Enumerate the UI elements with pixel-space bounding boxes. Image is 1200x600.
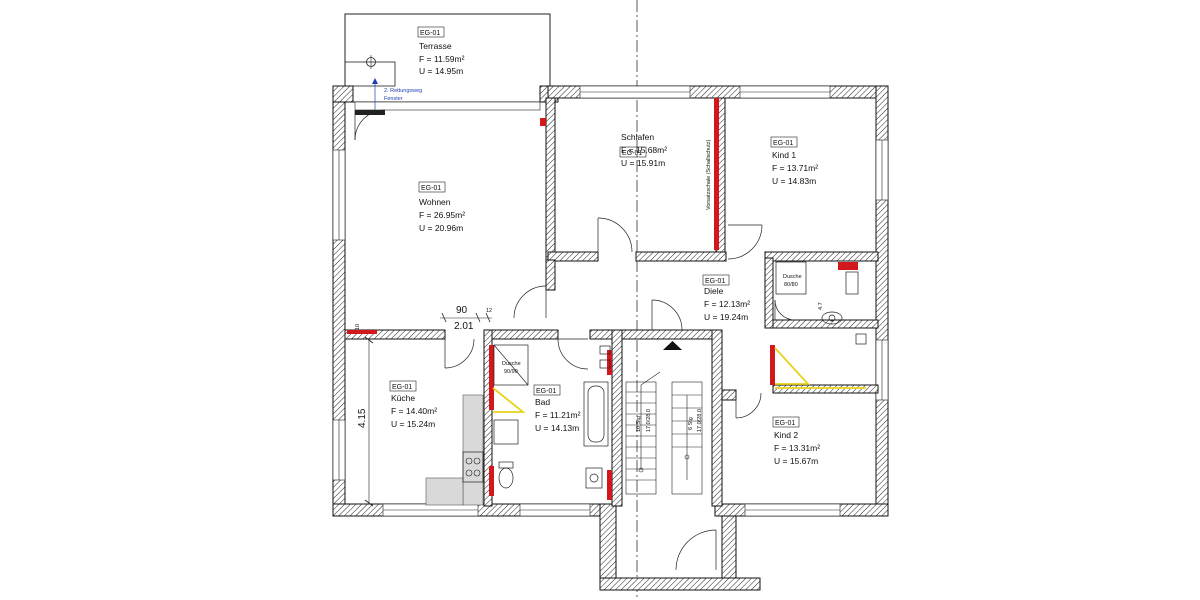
svg-text:F = 15.68m²: F = 15.68m² bbox=[621, 145, 667, 155]
kitchen-counter bbox=[425, 394, 484, 506]
svg-text:2. Rettungsweg: 2. Rettungsweg bbox=[384, 88, 422, 94]
svg-text:U = 14.83m: U = 14.83m bbox=[772, 176, 816, 186]
dimension-kueche-height: 4.15 bbox=[357, 336, 374, 507]
svg-text:10 Stg: 10 Stg bbox=[636, 416, 642, 432]
bath-fixtures bbox=[493, 344, 611, 489]
dimension-wc: 4.7 bbox=[818, 302, 824, 310]
svg-text:Terrasse: Terrasse bbox=[419, 41, 452, 51]
rescue-route-note: 2. Rettungsweg Fenster bbox=[372, 78, 422, 110]
dimension-opening: 90 2.01 12 10 bbox=[355, 305, 492, 332]
shower-wc-label: Dusche 80/80 bbox=[783, 274, 802, 288]
svg-text:EG-01: EG-01 bbox=[536, 388, 556, 395]
svg-text:Dusche: Dusche bbox=[783, 274, 802, 280]
svg-text:80/80: 80/80 bbox=[784, 282, 798, 288]
room-label-bad: EG-01 Bad F = 11.21m² U = 14.13m bbox=[533, 384, 581, 433]
svg-text:U = 15.24m: U = 15.24m bbox=[391, 419, 435, 429]
svg-text:Bad: Bad bbox=[535, 397, 550, 407]
room-label-wohnen: EG-01 Wohnen F = 26.95m² U = 20.96m bbox=[418, 181, 465, 233]
svg-text:EG-01: EG-01 bbox=[775, 420, 795, 427]
svg-text:U = 15.91m: U = 15.91m bbox=[621, 158, 665, 168]
room-label-kueche: EG-01 Küche F = 14.40m² U = 15.24m bbox=[389, 380, 437, 429]
svg-text:Küche: Küche bbox=[391, 393, 415, 403]
svg-text:6 Stg: 6 Stg bbox=[688, 417, 694, 430]
svg-text:Wohnen: Wohnen bbox=[419, 197, 451, 207]
stair-labels: 10 Stg 17.0/28.0 6 Stg 17.0/28.0 bbox=[636, 409, 703, 432]
svg-text:EG-01: EG-01 bbox=[392, 384, 412, 391]
svg-text:Dusche: Dusche bbox=[502, 361, 521, 367]
sliding-walls bbox=[492, 347, 866, 413]
installation-shafts bbox=[347, 98, 858, 500]
svg-text:U = 14.95m: U = 14.95m bbox=[419, 66, 463, 76]
svg-text:U = 15.67m: U = 15.67m bbox=[774, 456, 818, 466]
svg-text:U = 20.96m: U = 20.96m bbox=[419, 223, 463, 233]
wc-fixtures bbox=[775, 261, 867, 345]
staircase bbox=[625, 371, 703, 495]
svg-text:90: 90 bbox=[456, 305, 468, 316]
svg-text:EG-01: EG-01 bbox=[622, 150, 642, 157]
shower-bath-label: Dusche 90/90 bbox=[502, 361, 521, 375]
windows bbox=[332, 85, 889, 517]
svg-text:EG-01: EG-01 bbox=[420, 30, 440, 37]
svg-text:Fenster: Fenster bbox=[384, 96, 403, 102]
room-label-schlafen: EG-01 Schlafen F = 15.68m² U = 15.91m bbox=[619, 132, 667, 168]
svg-text:17.0/28.0: 17.0/28.0 bbox=[646, 409, 652, 432]
svg-text:F = 13.71m²: F = 13.71m² bbox=[772, 163, 818, 173]
svg-text:10: 10 bbox=[355, 324, 361, 330]
svg-text:F = 12.13m²: F = 12.13m² bbox=[704, 299, 750, 309]
entry-arrow bbox=[663, 341, 682, 350]
svg-text:Kind 2: Kind 2 bbox=[774, 430, 798, 440]
svg-text:F = 13.31m²: F = 13.31m² bbox=[774, 443, 820, 453]
svg-text:Kind 1: Kind 1 bbox=[772, 150, 796, 160]
room-label-kind2: EG-01 Kind 2 F = 13.31m² U = 15.67m bbox=[772, 416, 820, 466]
svg-text:U = 19.24m: U = 19.24m bbox=[704, 312, 748, 322]
svg-text:90/90: 90/90 bbox=[504, 369, 518, 375]
room-label-kind1: EG-01 Kind 1 F = 13.71m² U = 14.83m bbox=[770, 136, 818, 186]
svg-text:2.01: 2.01 bbox=[454, 321, 474, 332]
svg-text:F = 11.59m²: F = 11.59m² bbox=[419, 54, 465, 64]
room-label-diele: EG-01 Diele F = 12.13m² U = 19.24m bbox=[702, 274, 750, 322]
svg-text:EG-01: EG-01 bbox=[421, 185, 441, 192]
svg-text:Schlafen: Schlafen bbox=[621, 132, 654, 142]
svg-text:U = 14.13m: U = 14.13m bbox=[535, 423, 579, 433]
svg-text:F = 11.21m²: F = 11.21m² bbox=[535, 410, 581, 420]
room-label-terrasse: EG-01 Terrasse F = 11.59m² U = 14.95m bbox=[417, 26, 465, 76]
svg-text:Diele: Diele bbox=[704, 286, 724, 296]
svg-text:F = 26.95m²: F = 26.95m² bbox=[419, 210, 465, 220]
svg-text:F = 14.40m²: F = 14.40m² bbox=[391, 406, 437, 416]
svg-text:4.15: 4.15 bbox=[357, 408, 368, 428]
doors bbox=[354, 109, 796, 571]
svg-text:17.0/28.0: 17.0/28.0 bbox=[697, 409, 703, 432]
vorsatzschale-label: Vorsatzschale (Schallschutz) bbox=[706, 140, 712, 210]
svg-text:12: 12 bbox=[486, 308, 492, 314]
svg-text:EG-01: EG-01 bbox=[773, 140, 793, 147]
svg-text:EG-01: EG-01 bbox=[705, 278, 725, 285]
interior-walls bbox=[344, 97, 879, 507]
